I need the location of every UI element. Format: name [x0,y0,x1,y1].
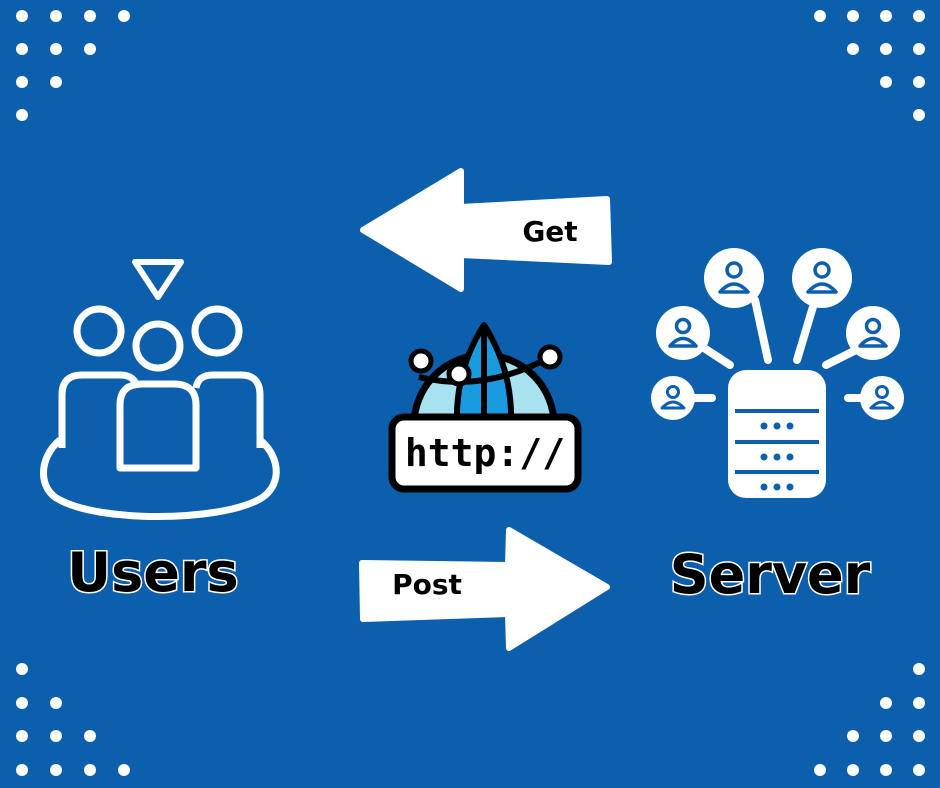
user-avatar-icon [846,306,900,360]
dot-pattern-top-left [16,10,130,121]
triangle-down-icon [132,259,184,300]
user-avatar-icon [792,248,852,308]
post-arrow-label: Post [392,568,462,601]
dot-pattern-bottom-right [814,663,925,776]
post-arrow [359,527,610,651]
dot-pattern-top-right [814,10,925,121]
server-label: Server [670,543,871,606]
user-avatar-icon [656,306,710,360]
user-avatar-icon [704,248,764,308]
http-badge-label: http:// [405,431,565,475]
globe-icon [408,322,563,429]
get-arrow [360,168,612,292]
dot-pattern-bottom-left [16,663,130,776]
database-server-icon [686,296,870,498]
user-avatar-icon [651,376,695,420]
get-arrow-label: Get [522,215,577,248]
users-group-icon [40,305,280,520]
users-label: Users [67,541,238,604]
http-badge [388,413,582,493]
user-avatar-icon [860,376,904,420]
